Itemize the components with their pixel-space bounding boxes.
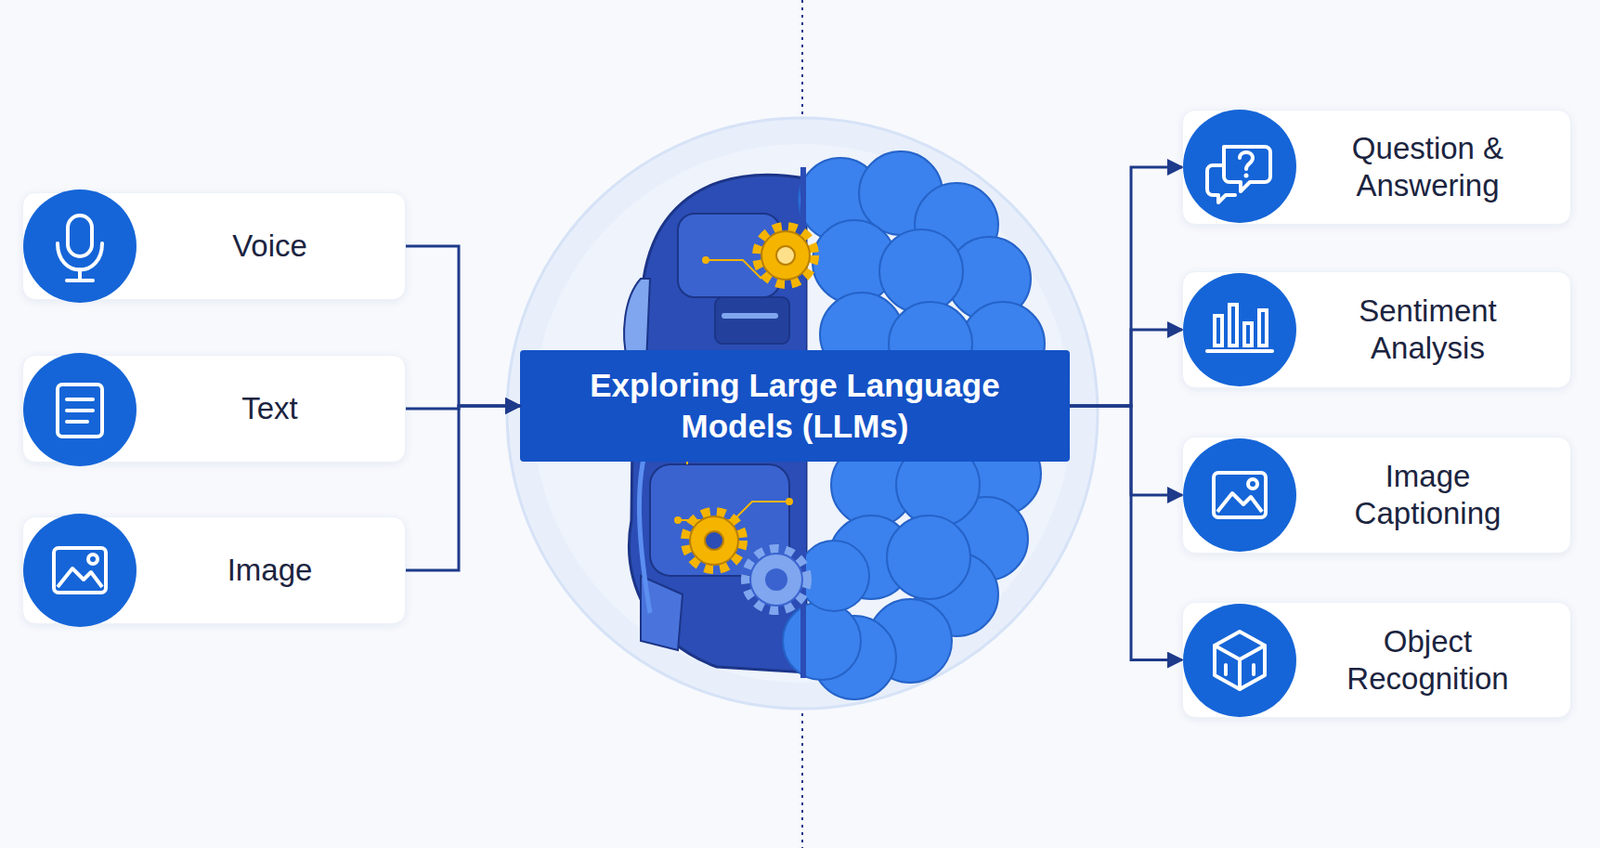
text-area: Object Recognition [1313, 602, 1543, 717]
divider-line [801, 705, 804, 848]
node-label: Voice [232, 227, 308, 265]
gear-icon [686, 512, 742, 569]
node-label: Exploring Large Language Models (LLMs) [548, 364, 1041, 447]
gear-icon [746, 549, 807, 610]
output-card: Sentiment Analysis [1182, 271, 1572, 389]
node-label: Sentiment Analysis [1321, 292, 1535, 367]
node-label: Question & Answering [1321, 130, 1535, 205]
output-card: Image Captioning [1182, 436, 1572, 554]
mic-icon [23, 189, 137, 303]
flow-arrow [405, 246, 521, 406]
text-area: Question & Answering [1313, 110, 1543, 224]
node-label: Text [241, 390, 299, 428]
title-box: Exploring Large Language Models (LLMs) [520, 350, 1070, 462]
text-area: Sentiment Analysis [1313, 272, 1543, 388]
node-label: Image Captioning [1321, 457, 1535, 533]
image-icon [23, 513, 137, 627]
flow-arrow [1069, 405, 1183, 661]
gear-icon [757, 227, 814, 284]
flow-arrow [1069, 405, 1183, 495]
input-card: Image [22, 516, 406, 625]
bar-chart-icon [1183, 273, 1297, 387]
text-area: Image Captioning [1313, 437, 1543, 553]
flow-arrow [1069, 167, 1183, 406]
input-card: Voice [22, 192, 406, 300]
divider-line [801, 0, 804, 121]
flow-arrow [405, 405, 521, 409]
output-card: Question & Answering [1182, 109, 1572, 225]
input-card: Text [22, 354, 406, 463]
backdrop-circle [507, 117, 1098, 709]
node-label: Image [227, 551, 313, 589]
text-area: Image [143, 517, 396, 624]
text-area: Voice [143, 193, 396, 300]
flow-arrow [405, 405, 521, 571]
output-card: Object Recognition [1182, 601, 1572, 718]
chat-question-icon [1183, 109, 1297, 223]
flow-arrow [1069, 329, 1183, 406]
text-area: Text [143, 355, 396, 462]
image-icon [1183, 438, 1297, 552]
cube-icon [1183, 603, 1297, 717]
node-label: Object Recognition [1321, 623, 1535, 698]
document-icon [23, 352, 137, 467]
